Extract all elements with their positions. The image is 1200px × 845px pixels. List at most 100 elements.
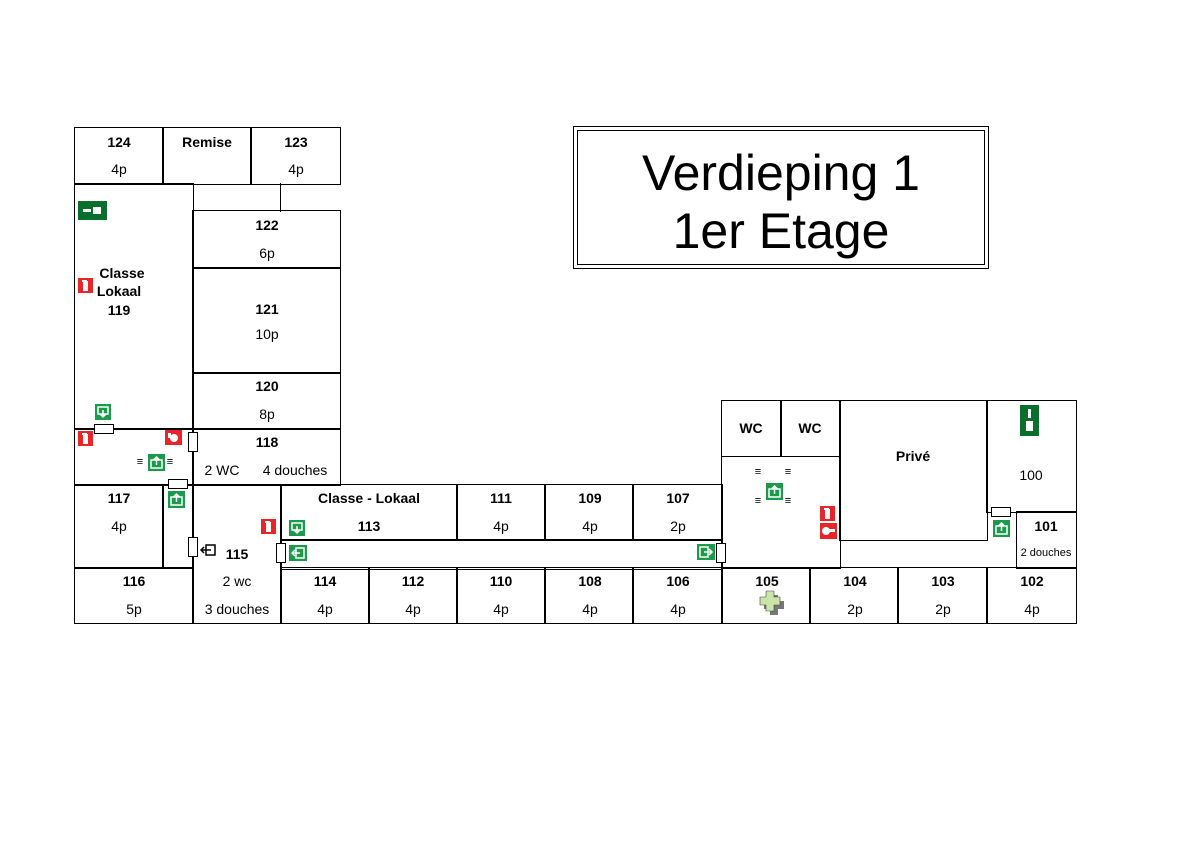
room-103-capacity: 2p <box>935 601 951 617</box>
fire-extinguisher-icon <box>261 519 276 534</box>
title-line-1: Verdieping 1 <box>641 145 920 201</box>
room-113-label: Classe - Lokaal <box>318 490 420 506</box>
door <box>188 537 198 557</box>
room-105 <box>721 567 811 624</box>
stair-mark-icon: ≡ <box>784 466 792 478</box>
room-102-capacity: 4p <box>1024 601 1040 617</box>
room-119 <box>74 183 194 430</box>
room-104-capacity: 2p <box>847 601 863 617</box>
room-prive-label: Privé <box>895 448 931 464</box>
room-115-showers: 3 douches <box>204 601 270 617</box>
door <box>716 543 726 563</box>
room-106 <box>632 567 723 624</box>
stair-mark-icon: ≡ <box>754 495 762 507</box>
exit-arrow-up-icon <box>993 520 1010 537</box>
room-116-capacity: 5p <box>126 601 142 617</box>
door <box>991 507 1011 517</box>
room-107 <box>632 484 723 541</box>
room-124 <box>74 127 164 185</box>
room-123-capacity: 4p <box>288 161 304 177</box>
room-104-number: 104 <box>843 573 867 589</box>
room-114-number: 114 <box>313 573 337 589</box>
room-121-capacity: 10p <box>255 326 279 342</box>
room-123-number: 123 <box>284 134 308 150</box>
corridor <box>280 539 723 570</box>
room-109-number: 109 <box>578 490 602 506</box>
room-120-capacity: 8p <box>259 406 275 422</box>
room-123 <box>250 127 341 185</box>
room-105-number: 105 <box>755 573 779 589</box>
room-104 <box>809 567 899 624</box>
room-110-number: 110 <box>489 573 513 589</box>
room-108-capacity: 4p <box>582 601 598 617</box>
room-106-capacity: 4p <box>670 601 686 617</box>
room-109 <box>544 484 634 541</box>
title-frame: Verdieping 1 1er Etage <box>573 126 989 269</box>
room-124-number: 124 <box>107 134 131 150</box>
room-118-number: 118 <box>255 434 279 450</box>
fire-hose-icon <box>820 523 837 539</box>
room-118-showers: 4 douches <box>262 462 328 478</box>
room-122-number: 122 <box>255 217 279 233</box>
room-107-number: 107 <box>666 490 690 506</box>
room-124-capacity: 4p <box>111 161 127 177</box>
room-101 <box>1016 511 1077 569</box>
title-inner-frame: Verdieping 1 1er Etage <box>577 130 985 265</box>
room-100 <box>986 400 1077 513</box>
room-108-number: 108 <box>578 573 602 589</box>
room-118 <box>192 428 341 486</box>
room-117 <box>74 484 164 569</box>
room-101-number: 101 <box>1034 518 1058 534</box>
room-117-number: 117 <box>107 490 131 506</box>
room-119-line-1: Classe <box>99 265 145 281</box>
room-111 <box>456 484 546 541</box>
room-prive <box>839 400 988 541</box>
exit-arrow-right-icon <box>697 544 715 560</box>
stair-mark-icon: ≡ <box>166 456 174 468</box>
title-line-2: 1er Etage <box>672 203 890 259</box>
room-101-showers: 2 douches <box>1020 547 1072 559</box>
door <box>188 432 198 452</box>
emergency-exit-sign-icon <box>78 201 107 220</box>
room-wc-2 <box>780 400 841 457</box>
exit-arrow-left-icon <box>289 545 307 561</box>
room-107-capacity: 2p <box>670 518 686 534</box>
room-119-line-2: Lokaal <box>96 283 142 299</box>
exit-arrow-down-icon <box>95 404 111 420</box>
room-118-wc: 2 WC <box>204 462 240 478</box>
room-102-number: 102 <box>1020 573 1044 589</box>
room-remise-label: Remise <box>182 134 232 150</box>
room-111-capacity: 4p <box>493 518 509 534</box>
room-114-capacity: 4p <box>317 601 333 617</box>
room-115-wc: 2 wc <box>222 573 252 589</box>
room-110 <box>456 567 546 624</box>
fire-extinguisher-icon <box>78 431 93 446</box>
room-remise <box>162 127 252 185</box>
stair-mark-icon: ≡ <box>784 495 792 507</box>
room-116 <box>74 567 194 624</box>
room-111-number: 111 <box>490 490 512 506</box>
door <box>276 543 286 563</box>
room-100-number: 100 <box>1019 467 1043 483</box>
room-wc-2-label: WC <box>798 420 822 436</box>
exit-arrow-down-icon <box>289 520 305 536</box>
first-aid-icon <box>759 590 784 615</box>
exit-arrow-up-icon <box>766 483 783 500</box>
room-121 <box>192 267 341 374</box>
door <box>168 479 188 489</box>
room-114 <box>280 567 370 624</box>
room-102 <box>986 567 1077 624</box>
room-106-number: 106 <box>666 573 690 589</box>
room-103-number: 103 <box>931 573 955 589</box>
room-120-number: 120 <box>255 378 279 394</box>
wall-122-step <box>280 183 282 212</box>
room-117-capacity: 4p <box>111 518 127 534</box>
room-wc-1 <box>721 400 782 457</box>
room-103 <box>897 567 988 624</box>
room-120 <box>192 372 341 430</box>
room-112-capacity: 4p <box>405 601 421 617</box>
exit-arrow-up-icon <box>148 454 165 471</box>
stair-mark-icon: ≡ <box>754 466 762 478</box>
room-112 <box>368 567 458 624</box>
landing-stairs <box>74 428 194 486</box>
